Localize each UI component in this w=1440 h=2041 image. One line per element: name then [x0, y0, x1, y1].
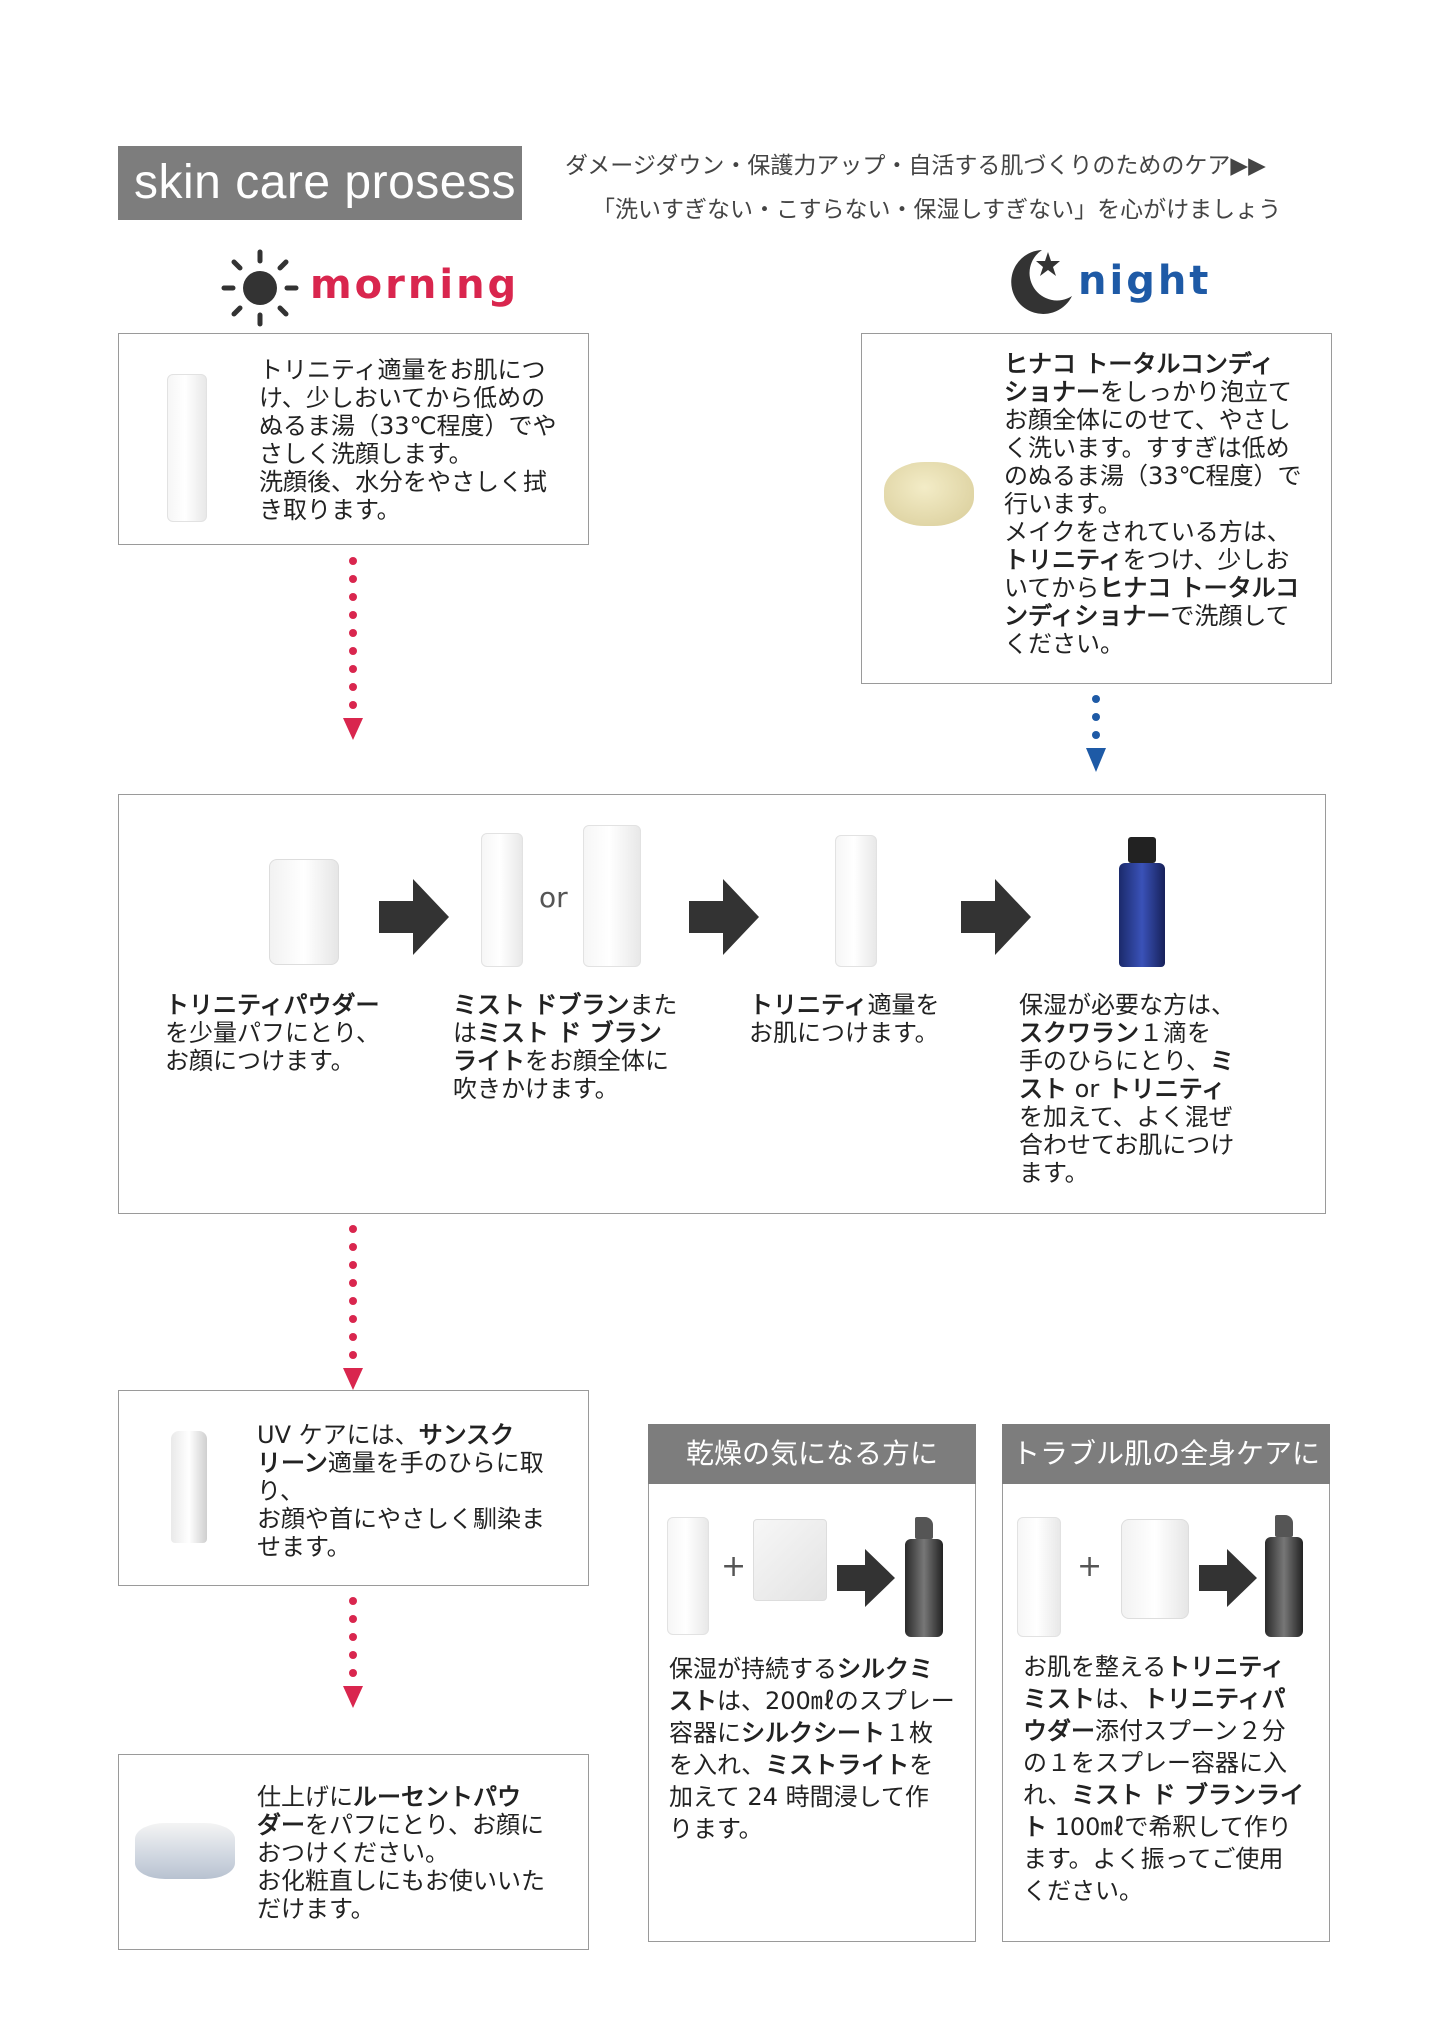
common-steps-box: or トリニティパウダー を少量パフにとり、 お顔につけます。 ミスト ドブラン…	[118, 794, 1326, 1214]
trinity-bottle-image	[167, 374, 207, 522]
mist-step-text: ミスト ドブランまた はミスト ド ブラン ライトをお顔全体に 吹きかけます。	[453, 991, 678, 1103]
night-flow-arrow	[1086, 690, 1106, 772]
conditioner-bar-image	[884, 462, 974, 526]
or-label: or	[539, 881, 568, 914]
mist-light-bottle-image	[583, 825, 641, 967]
sun-icon	[220, 248, 300, 328]
arrow-right-icon-1	[379, 879, 449, 955]
squalane-bottle-image	[1119, 837, 1165, 969]
arrow-right-icon-5	[1199, 1549, 1257, 1607]
night-wash-text: ヒナコ トータルコンディ ショナーをしっかり泡立て お顔全体にのせて、やさし く…	[1004, 350, 1302, 658]
trinity-mist-text: お肌を整えるトリニティ ミストは、トリニティパ ウダー添付スプーン２分 の１をス…	[1023, 1653, 1304, 1905]
powder-step-text: トリニティパウダー を少量パフにとり、 お顔につけます。	[165, 991, 381, 1075]
morning-wash-text: トリニティ適量をお肌につけ、少しおいてから低めのぬるま湯（33℃程度）でや さし…	[259, 356, 557, 524]
trouble-skin-box: トラブル肌の全身ケアに + お肌を整えるトリニティ ミストは、トリニティパ ウダ…	[1002, 1424, 1330, 1942]
loose-powder-case-image	[135, 1823, 235, 1879]
silk-mist-text: 保湿が持続するシルクミ ストは、200㎖のスプレー 容器にシルクシート１枚 を入…	[669, 1655, 955, 1843]
trinity-step-text: トリニティ適量を お肌につけます。	[749, 991, 940, 1047]
uv-care-text: UV ケアには、サンスク リーン適量を手のひらに取 り、 お顔や首にやさしく馴染…	[257, 1421, 545, 1561]
sunscreen-bottle-image	[171, 1431, 207, 1543]
night-label: night	[1078, 258, 1212, 304]
dry-skin-heading: 乾燥の気になる方に	[648, 1424, 976, 1484]
mist-light-bottle-image-2	[667, 1517, 709, 1635]
mist-de-blanc-spray-image	[481, 833, 523, 967]
page-title: skin care prosess	[118, 146, 522, 220]
spray-bottle-image	[905, 1517, 943, 1637]
plus-icon-2: +	[1077, 1549, 1103, 1584]
night-wash-box: ヒナコ トータルコンディ ショナーをしっかり泡立て お顔全体にのせて、やさし く…	[861, 333, 1332, 684]
mist-bottle-image-3	[1017, 1517, 1061, 1637]
arrow-right-icon-4	[837, 1549, 895, 1607]
trouble-skin-heading: トラブル肌の全身ケアに	[1002, 1424, 1330, 1484]
squalane-step-text: 保湿が必要な方は、 スクワラン１滴を 手のひらにとり、ミ スト or トリニティ…	[1019, 991, 1235, 1187]
trinity-powder-jar-image-2	[1121, 1519, 1189, 1619]
tagline-2: 「洗いすぎない・こすらない・保湿しすぎない」を心がけましょう	[592, 197, 1282, 223]
tagline-1: ダメージダウン・保護力アップ・自活する肌づくりのためのケア▶▶	[565, 153, 1266, 179]
trinity-powder-jar-image	[269, 859, 339, 965]
morning-label: morning	[310, 262, 520, 308]
morning-flow-arrow-2	[343, 1220, 363, 1390]
spray-bottle-image-2	[1265, 1515, 1303, 1637]
dry-skin-box: 乾燥の気になる方に + 保湿が持続するシルクミ ストは、200㎖のスプレー 容器…	[648, 1424, 976, 1942]
morning-flow-arrow-1	[343, 552, 363, 740]
finish-powder-text: 仕上げにルーセントパウ ダーをパフにとり、お顔に おつけください。 お化粧直しに…	[257, 1783, 545, 1923]
uv-care-box: UV ケアには、サンスク リーン適量を手のひらに取 り、 お顔や首にやさしく馴染…	[118, 1390, 589, 1586]
plus-icon-1: +	[721, 1549, 747, 1584]
morning-flow-arrow-3	[343, 1592, 363, 1708]
finish-powder-box: 仕上げにルーセントパウ ダーをパフにとり、お顔に おつけください。 お化粧直しに…	[118, 1754, 589, 1950]
trinity-bottle-image-2	[835, 835, 877, 967]
morning-wash-box: トリニティ適量をお肌につけ、少しおいてから低めのぬるま湯（33℃程度）でや さし…	[118, 333, 589, 545]
silk-sheet-image	[753, 1519, 827, 1601]
arrow-right-icon-2	[689, 879, 759, 955]
arrow-right-icon-3	[961, 879, 1031, 955]
moon-icon	[998, 242, 1078, 322]
